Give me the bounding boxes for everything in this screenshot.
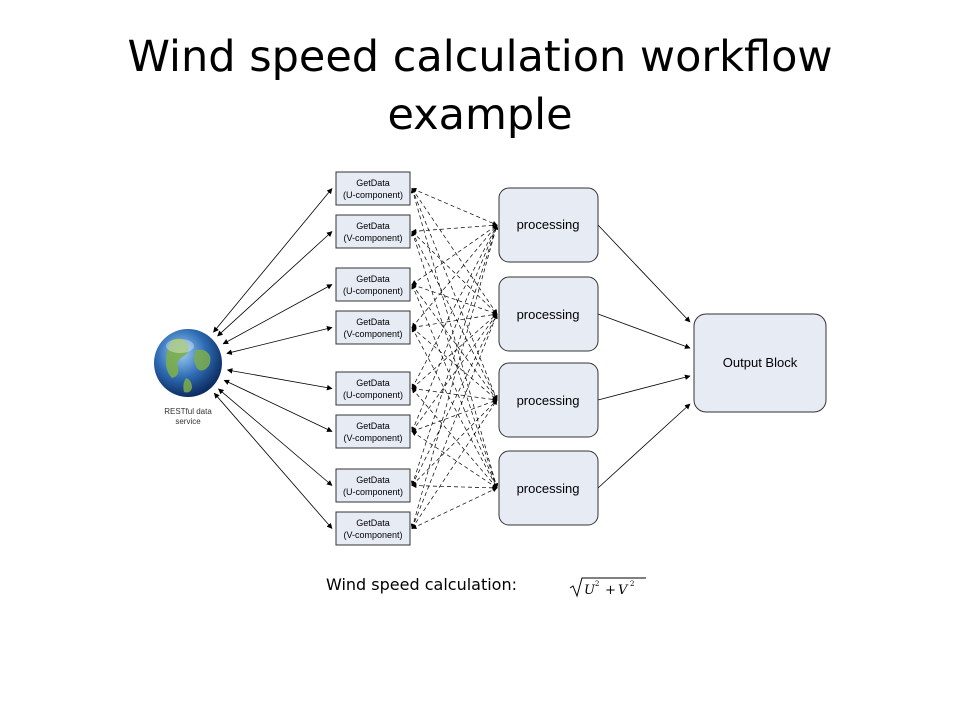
getdata-box-6: GetData (V-component) <box>335 414 411 449</box>
dashed-arrow-8-3 <box>411 399 498 529</box>
globe-getdata-arrow-5 <box>226 368 333 391</box>
wind-speed-formula: U 2 + V 2 <box>569 577 646 598</box>
getdata-box-3-subtitle: (U-component) <box>343 286 403 296</box>
dashed-arrow-8-4 <box>411 487 498 529</box>
getdata-box-3-title: GetData <box>356 274 390 284</box>
formula-u: U <box>584 583 596 598</box>
formula-v: V <box>618 583 629 598</box>
globe-getdata-arrow-6 <box>223 379 333 432</box>
formula-label: Wind speed calculation: <box>326 575 517 594</box>
dashed-arrow-3-1 <box>411 224 498 285</box>
dashed-arrow-1-3 <box>411 188 498 401</box>
globe-getdata-arrow-4 <box>226 325 333 355</box>
getdata-box-3: GetData (U-component) <box>335 267 411 302</box>
processing-output-arrow-1 <box>597 224 691 323</box>
dashed-arrow-2-1 <box>411 222 498 234</box>
processing-box-3: processing <box>498 362 599 438</box>
processing-box-2-label: processing <box>517 307 580 322</box>
getdata-box-1-title: GetData <box>356 178 390 188</box>
formula-u-exponent: 2 <box>595 580 599 588</box>
globe-getdata-arrow-3 <box>222 284 333 345</box>
getdata-box-5-title: GetData <box>356 378 390 388</box>
formula-v-exponent: 2 <box>630 580 634 588</box>
globe-getdata-arrow-7 <box>218 388 333 486</box>
dashed-arrow-7-1 <box>411 224 498 486</box>
dashed-arrow-8-2 <box>411 313 498 529</box>
getdata-box-5-subtitle: (U-component) <box>343 390 403 400</box>
dashed-arrow-7-3 <box>411 399 498 486</box>
processing-box-1: processing <box>498 187 599 263</box>
formula-plus: + <box>605 583 616 598</box>
dashed-arrow-5-3 <box>411 386 498 402</box>
getdata-box-2-subtitle: (V-component) <box>343 233 402 243</box>
slide-title-line-2: example <box>387 90 573 140</box>
output-block-label: Output Block <box>723 355 798 370</box>
processing-output-arrow-2 <box>597 313 691 349</box>
getdata-box-7-subtitle: (U-component) <box>343 487 403 497</box>
dashed-arrow-3-2 <box>411 283 498 315</box>
getdata-box-4: GetData (V-component) <box>335 310 411 345</box>
globe-getdata-arrow-1 <box>213 188 333 333</box>
dashed-arrow-6-3 <box>411 399 498 433</box>
processing-box-1-label: processing <box>517 217 580 232</box>
getdata-box-1: GetData (U-component) <box>335 171 411 206</box>
dashed-arrow-4-1 <box>411 224 498 328</box>
getdata-box-2-title: GetData <box>356 221 390 231</box>
globe-label-line-1: RESTful data <box>164 407 212 416</box>
processing-box-2: processing <box>498 276 599 352</box>
dashed-arrow-6-1 <box>411 224 498 432</box>
getdata-box-2: GetData (V-component) <box>335 214 411 249</box>
globe-getdata-arrow-2 <box>217 231 333 337</box>
globe-icon <box>154 329 222 397</box>
processing-box-4-label: processing <box>517 481 580 496</box>
dashed-arrow-8-1 <box>410 224 499 529</box>
getdata-processing-dashed-arrows <box>410 187 499 529</box>
output-block: Output Block <box>693 313 827 413</box>
globe-getdata-arrow-8 <box>213 392 333 529</box>
slide-title-line-1: Wind speed calculation workflow <box>127 32 833 82</box>
processing-box-3-label: processing <box>517 393 580 408</box>
square-root-icon <box>569 577 646 598</box>
getdata-box-7-title: GetData <box>356 475 390 485</box>
getdata-box-6-title: GetData <box>356 421 390 431</box>
processing-column: processing processing processing process… <box>498 187 599 526</box>
getdata-box-7: GetData (U-component) <box>335 468 411 503</box>
getdata-column: GetData (U-component) GetData (V-compone… <box>335 171 411 546</box>
dashed-arrow-7-4 <box>411 483 498 491</box>
getdata-box-6-subtitle: (V-component) <box>343 433 402 443</box>
processing-output-arrow-4 <box>597 403 691 489</box>
getdata-box-4-title: GetData <box>356 317 390 327</box>
globe-getdata-arrows <box>213 188 333 529</box>
getdata-box-4-subtitle: (V-component) <box>343 329 402 339</box>
getdata-box-8-title: GetData <box>356 518 390 528</box>
globe-label-line-2: service <box>175 417 201 426</box>
processing-output-arrow-3 <box>597 374 691 401</box>
getdata-box-5: GetData (U-component) <box>335 371 411 406</box>
getdata-box-8-subtitle: (V-component) <box>343 530 402 540</box>
processing-box-4: processing <box>498 450 599 526</box>
dashed-arrow-6-2 <box>411 313 498 432</box>
getdata-box-1-subtitle: (U-component) <box>343 190 403 200</box>
processing-output-arrows <box>597 224 691 489</box>
getdata-box-8: GetData (V-component) <box>335 511 411 546</box>
slide-title: Wind speed calculation workflow example <box>60 28 900 144</box>
